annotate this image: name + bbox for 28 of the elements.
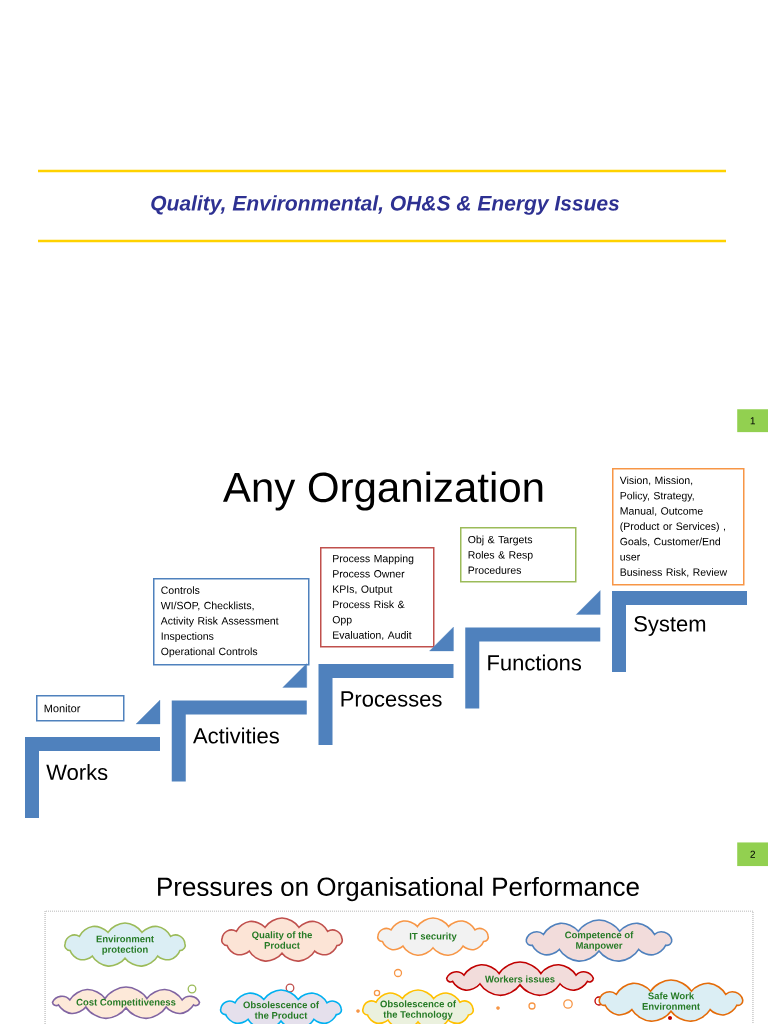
text-box: Controls WI/SOP, Checklists, Activity Risk Assessment Inspections Operational Controls [153, 578, 310, 666]
stair-step: Processes [318, 664, 454, 745]
cloud-callout: Safe Work Environment [598, 979, 744, 1022]
cloud-callout: Cost Competitiveness [51, 986, 201, 1020]
text-box: Obj & Targets Roles & Resp Procedures [460, 527, 577, 583]
cloud-callout: Environment protection [64, 922, 186, 967]
cloud-callout: IT security [376, 917, 490, 957]
text-box: Vision, Mission, Policy, Strategy, Manual, Outcome (Product or Services) , Goals, Customer/End user Business Risk, Review [612, 468, 745, 586]
cloud-callout: Obsolescence of the Product [219, 989, 343, 1024]
cloud-callout: Obsolescence of the Technology [362, 989, 474, 1024]
stair-step: Activities [171, 700, 307, 782]
slide-number-badge: 2 [737, 842, 768, 867]
triangle-arrow [135, 699, 161, 725]
stair-step: Functions [465, 627, 601, 709]
text-box: Monitor [36, 695, 125, 722]
triangle-arrow [282, 663, 307, 688]
stair-step: System [612, 591, 747, 672]
stair-step: Works [25, 737, 160, 818]
slide-number-badge: 1 [737, 409, 768, 433]
text-box: Process Mapping Process Owner KPIs, Output Process Risk & Opp Evaluation, Audit [320, 547, 435, 648]
cloud-callout: Quality of the Product [221, 917, 343, 962]
cloud-callout: Competence of Manpower [525, 919, 673, 962]
slide-heading: Any Organization [223, 471, 543, 511]
slide-heading: Pressures on Organisational Performance [158, 876, 639, 902]
cloud-callout: Workers issues [445, 961, 595, 997]
triangle-arrow [576, 590, 601, 615]
slide-title: Quality, Environmental, OH&S & Energy Issues [151, 195, 620, 215]
triangle-arrow [429, 626, 454, 652]
